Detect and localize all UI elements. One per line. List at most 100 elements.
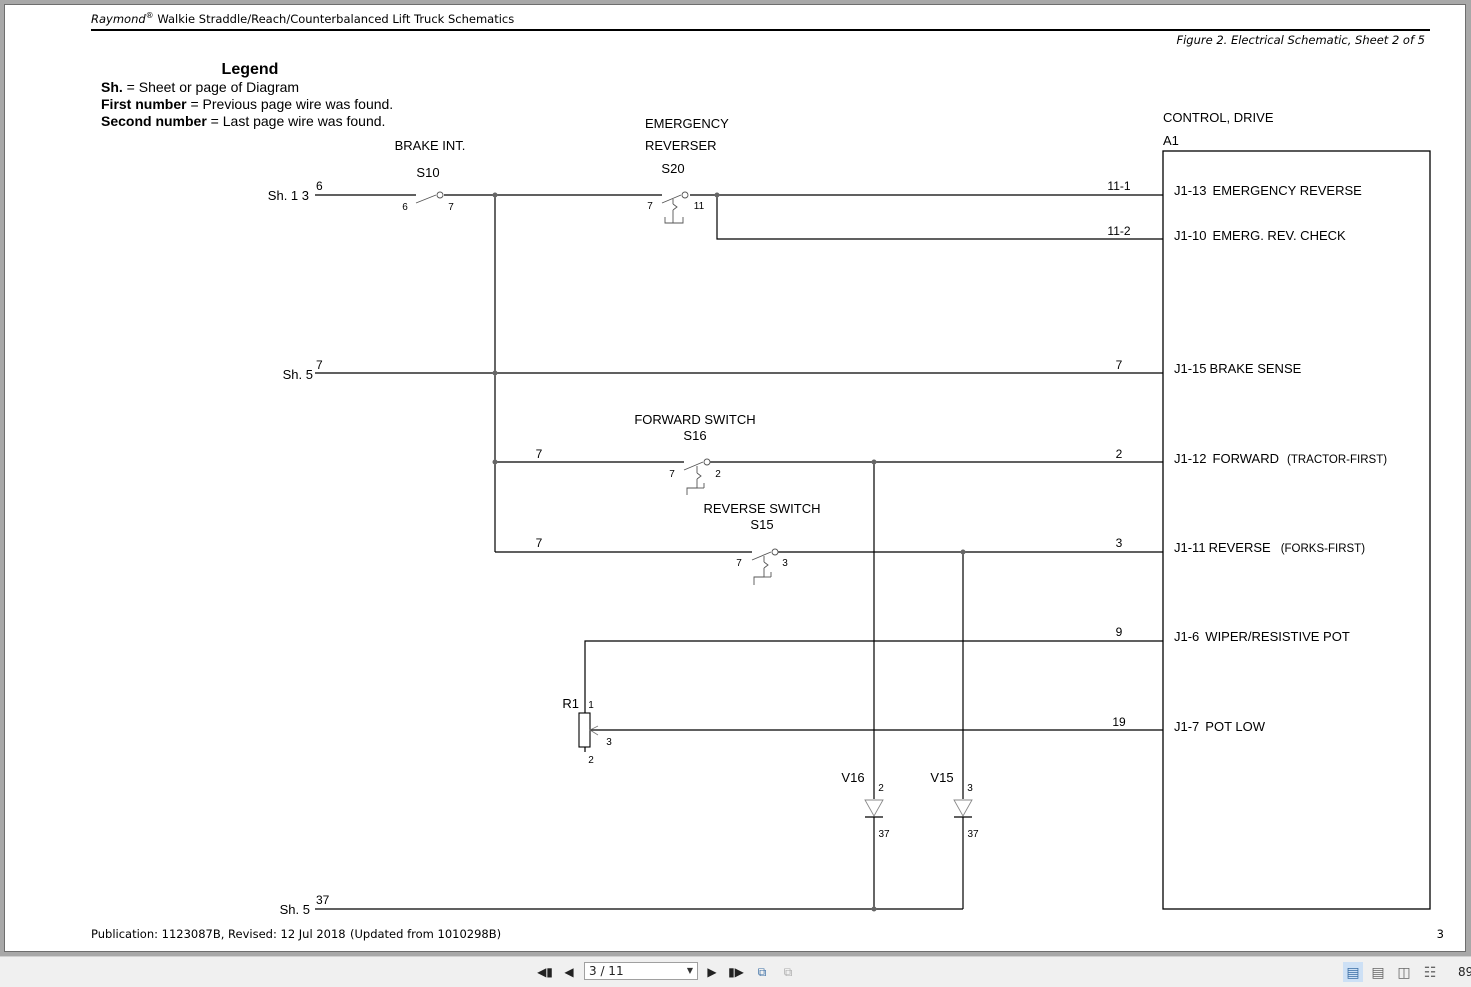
rotate-view-alt-button[interactable]: ⧉ xyxy=(780,964,796,980)
previous-page-button[interactable]: ◀ xyxy=(561,964,577,980)
header-title: Raymond® Walkie Straddle/Reach/Counterba… xyxy=(91,11,514,26)
facing-view-button[interactable]: ◫ xyxy=(1394,962,1414,982)
figure-caption: Figure 2. Electrical Schematic, Sheet 2 … xyxy=(1176,33,1425,47)
s15-pin-out: 3 xyxy=(782,558,788,569)
v15-pin-anode: 3 xyxy=(967,783,973,794)
schematic-canvas: Raymond® Walkie Straddle/Reach/Counterba… xyxy=(91,11,1444,941)
footer-publication: Publication: 1123087B, Revised: 12 Jul 2… xyxy=(91,927,346,941)
s20-pin-in: 7 xyxy=(647,201,653,212)
r1-potentiometer xyxy=(578,712,591,748)
s15-name: REVERSE SWITCH xyxy=(703,501,820,516)
first-page-button[interactable]: ◀▮ xyxy=(537,964,553,980)
s20-name-line2: REVERSER xyxy=(645,138,717,153)
next-page-icon: ▶ xyxy=(707,965,717,979)
junctions xyxy=(492,192,966,912)
s16-name: FORWARD SWITCH xyxy=(634,412,755,427)
wire-11-2 xyxy=(716,195,1163,240)
sheet-ref-1: Sh. 1 3 xyxy=(268,188,309,203)
r1-pin3: 3 xyxy=(606,737,612,748)
s10-pin-out: 7 xyxy=(448,202,454,213)
s10-switch-symbol xyxy=(415,191,444,204)
zoom-level[interactable]: 89 xyxy=(1458,965,1471,979)
s15-pin-in: 7 xyxy=(736,558,742,569)
v15-pin-cathode: 37 xyxy=(967,829,979,840)
v16-pin-cathode: 37 xyxy=(878,829,890,840)
previous-page-icon: ◀ xyxy=(564,965,574,979)
page-selector[interactable]: 3 / 11▼ xyxy=(584,962,698,980)
legend-row-second: Second number = Last page wire was found… xyxy=(101,113,385,129)
junction-dot xyxy=(871,459,877,465)
v16-pin-anode: 2 xyxy=(878,783,884,794)
next-page-button[interactable]: ▶ xyxy=(704,964,720,980)
single-page-icon: ▤ xyxy=(1346,963,1360,980)
wire-label-7-forward: 7 xyxy=(536,447,543,461)
sheet-ref-1-wire: 6 xyxy=(316,179,323,193)
sheet-ref-2: Sh. 5 xyxy=(283,367,313,382)
s20-switch-symbol xyxy=(661,191,689,224)
viewer-toolbar xyxy=(0,956,1471,987)
single-page-view-button[interactable]: ▤ xyxy=(1343,962,1363,982)
wire-label-11-1: 11-1 xyxy=(1107,179,1130,193)
rotate-view-button[interactable]: ⧉ xyxy=(754,964,770,980)
junction-dot xyxy=(714,192,720,198)
s10-name: BRAKE INT. xyxy=(395,138,466,153)
v15-diode-symbol xyxy=(953,799,973,817)
legend-row-sheet: Sh. = Sheet or page of Diagram xyxy=(101,79,299,95)
sheet-ref-3-wire: 37 xyxy=(316,893,330,907)
document-page xyxy=(4,4,1466,952)
continuous-facing-icon: ☷ xyxy=(1423,963,1437,980)
junction-dot xyxy=(492,370,498,376)
footer-updated: (Updated from 1010298B) xyxy=(350,927,501,941)
sheet-ref-2-wire: 7 xyxy=(316,358,323,372)
sheet-ref-3: Sh. 5 xyxy=(280,902,310,917)
a1-control-box xyxy=(1162,150,1431,910)
chevron-down-icon: ▼ xyxy=(686,966,693,975)
s10-ref: S10 xyxy=(416,165,439,180)
last-page-button[interactable]: ▮▶ xyxy=(728,964,744,980)
s16-switch-symbol xyxy=(683,458,711,495)
junction-dot xyxy=(492,459,498,465)
v16-diode-symbol xyxy=(864,799,884,817)
first-page-icon: ◀▮ xyxy=(537,965,553,979)
wire-label-2: 2 xyxy=(1116,447,1123,461)
legend-row-first: First number = Previous page wire was fo… xyxy=(101,96,393,112)
s15-switch-symbol xyxy=(751,548,779,585)
s16-ref: S16 xyxy=(683,428,706,443)
legend-title: Legend xyxy=(222,61,279,78)
s20-name-line1: EMERGENCY xyxy=(645,116,729,131)
r1-wiper-arrow xyxy=(589,725,599,736)
v16-ref: V16 xyxy=(841,770,864,785)
wire-label-3: 3 xyxy=(1116,536,1123,550)
s20-pin-out: 11 xyxy=(694,201,705,212)
s15-ref: S15 xyxy=(750,517,773,532)
rotate-icon: ⧉ xyxy=(757,964,767,979)
rotate-alt-icon: ⧉ xyxy=(783,964,793,979)
v15-ref: V15 xyxy=(930,770,953,785)
r1-pin2: 2 xyxy=(588,755,594,766)
wire-9 xyxy=(584,640,1163,713)
wire-label-7-reverse: 7 xyxy=(536,536,543,550)
facing-pages-icon: ◫ xyxy=(1397,963,1411,980)
a1-ref: A1 xyxy=(1163,133,1179,148)
wire-label-11-2: 11-2 xyxy=(1107,224,1130,238)
r1-ref: R1 xyxy=(562,696,579,711)
a1-name: CONTROL, DRIVE xyxy=(1163,110,1274,125)
junction-dot xyxy=(492,192,498,198)
r1-pin1: 1 xyxy=(588,700,594,711)
wire-label-7-brake: 7 xyxy=(1116,358,1123,372)
continuous-page-icon: ▤ xyxy=(1371,963,1385,980)
continuous-view-button[interactable]: ▤ xyxy=(1368,962,1388,982)
s16-pin-out: 2 xyxy=(715,469,721,480)
continuous-facing-view-button[interactable]: ☷ xyxy=(1420,962,1440,982)
last-page-icon: ▮▶ xyxy=(728,965,744,979)
wires xyxy=(315,194,1163,910)
wire-label-9: 9 xyxy=(1116,625,1123,639)
page-number: 3 xyxy=(1437,927,1444,941)
